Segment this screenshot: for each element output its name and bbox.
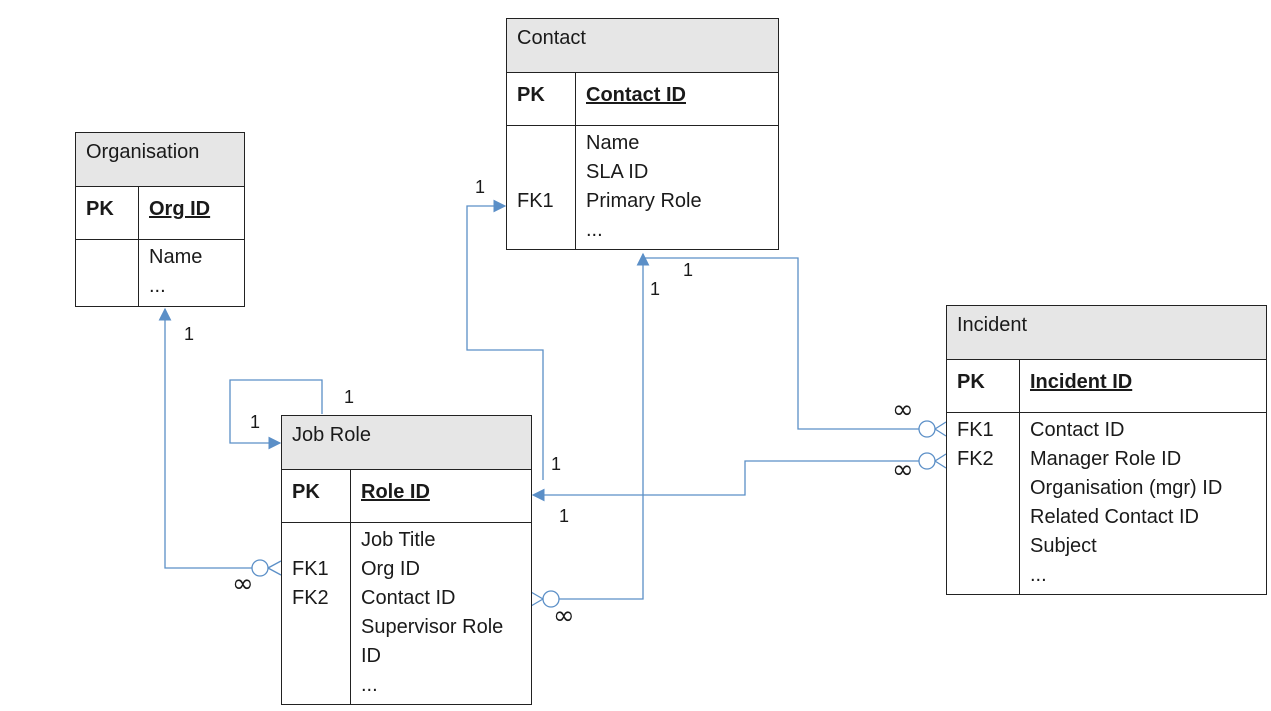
entity-organisation[interactable]: Organisation PK Org ID Name ... xyxy=(75,132,245,307)
attribute: Primary Role xyxy=(586,190,702,212)
pk-label: PK xyxy=(957,371,985,393)
key-cell: FK2 xyxy=(957,448,994,470)
entity-incident[interactable]: Incident PK Incident ID FK1 FK2 Contact … xyxy=(946,305,1267,595)
pk-label: PK xyxy=(517,84,545,106)
entity-job-role[interactable]: Job Role PK Role ID FK1 FK2 Job Title Or… xyxy=(281,415,532,705)
attribute: ... xyxy=(1030,564,1047,586)
key-cell xyxy=(957,503,1009,532)
card-jobrole-incident-one: 1 xyxy=(559,506,569,526)
attribute: ... xyxy=(149,275,166,297)
key-cell xyxy=(957,532,1009,561)
key-cell xyxy=(517,158,565,187)
card-org-many: ∞ xyxy=(232,569,254,599)
pk-label: PK xyxy=(292,481,320,503)
attribute: Name xyxy=(586,132,640,154)
key-cell xyxy=(86,243,128,272)
connector-incident-jobrole xyxy=(531,460,920,502)
key-cell xyxy=(957,474,1009,503)
attribute: Organisation (mgr) ID xyxy=(1030,477,1223,499)
card-jobrole-incident-many: ∞ xyxy=(892,455,914,485)
attribute: Contact ID xyxy=(361,587,456,609)
entity-title: Contact xyxy=(507,19,778,73)
attribute: Manager Role ID xyxy=(1030,448,1182,470)
key-cell xyxy=(517,216,565,245)
attribute: ... xyxy=(361,674,378,696)
connector-jobrole-contact xyxy=(466,199,544,480)
primary-key-name: Contact ID xyxy=(586,84,686,106)
key-cell: FK1 xyxy=(957,419,994,441)
card-primary-role-one-b: 1 xyxy=(551,454,561,474)
entity-title: Organisation xyxy=(76,133,244,187)
attribute: Job Title xyxy=(361,529,436,551)
primary-key-name: Incident ID xyxy=(1030,371,1133,393)
attribute: ID xyxy=(361,645,381,667)
card-self-a: 1 xyxy=(344,387,354,407)
primary-key-name: Org ID xyxy=(149,198,211,220)
card-contact-incident-one: 1 xyxy=(683,260,693,280)
connector-jobrole-fk2-contact xyxy=(555,252,650,600)
attribute: Name xyxy=(149,246,203,268)
attribute: Subject xyxy=(1030,535,1097,557)
primary-key-name: Role ID xyxy=(361,481,430,503)
card-primary-role-one: 1 xyxy=(475,177,485,197)
card-contact-jobrole-one: 1 xyxy=(650,279,660,299)
key-cell xyxy=(957,561,1009,590)
key-cell xyxy=(292,526,340,555)
key-cell xyxy=(292,613,340,642)
connector-incident-contact xyxy=(643,257,920,430)
card-org-one: 1 xyxy=(184,324,194,344)
attribute: SLA ID xyxy=(586,161,649,183)
entity-title: Job Role xyxy=(282,416,531,470)
pk-label: PK xyxy=(86,198,114,220)
attribute: ... xyxy=(586,219,603,241)
card-contact-jobrole-many: ∞ xyxy=(553,601,575,631)
attribute: Org ID xyxy=(361,558,420,580)
key-cell xyxy=(292,671,340,700)
attribute: Contact ID xyxy=(1030,419,1125,441)
attribute: Related Contact ID xyxy=(1030,506,1199,528)
attribute: Supervisor Role xyxy=(361,616,504,638)
key-cell: FK1 xyxy=(517,190,554,212)
connector-org-jobrole xyxy=(158,307,258,569)
key-cell: FK2 xyxy=(292,587,329,609)
entity-contact[interactable]: Contact PK Contact ID FK1 Name SLA ID Pr… xyxy=(506,18,779,250)
card-contact-incident-many: ∞ xyxy=(892,395,914,425)
key-cell xyxy=(86,272,128,301)
key-cell xyxy=(292,642,340,671)
card-self-b: 1 xyxy=(250,412,260,432)
entity-title: Incident xyxy=(947,306,1266,360)
key-cell xyxy=(517,129,565,158)
key-cell: FK1 xyxy=(292,558,329,580)
connector-jobrole-self xyxy=(229,379,323,450)
